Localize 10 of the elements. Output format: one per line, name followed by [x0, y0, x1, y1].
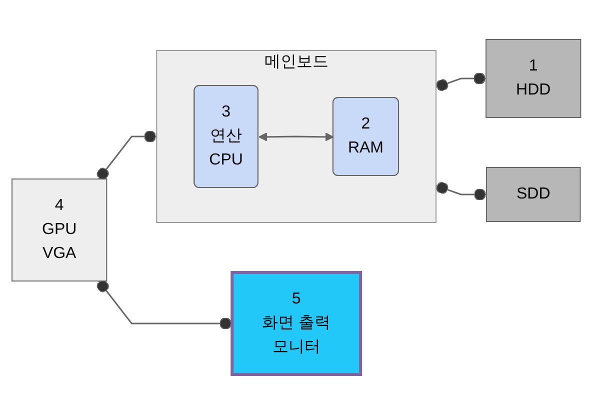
cluster — [156, 50, 437, 223]
node-box — [230, 271, 362, 376]
node-box — [12, 178, 108, 282]
connector — [436, 72, 486, 92]
connector — [96, 280, 232, 330]
connector — [96, 130, 157, 180]
node-box — [486, 167, 581, 222]
arrow — [258, 132, 334, 142]
node-box — [486, 39, 582, 118]
connector — [436, 182, 487, 201]
